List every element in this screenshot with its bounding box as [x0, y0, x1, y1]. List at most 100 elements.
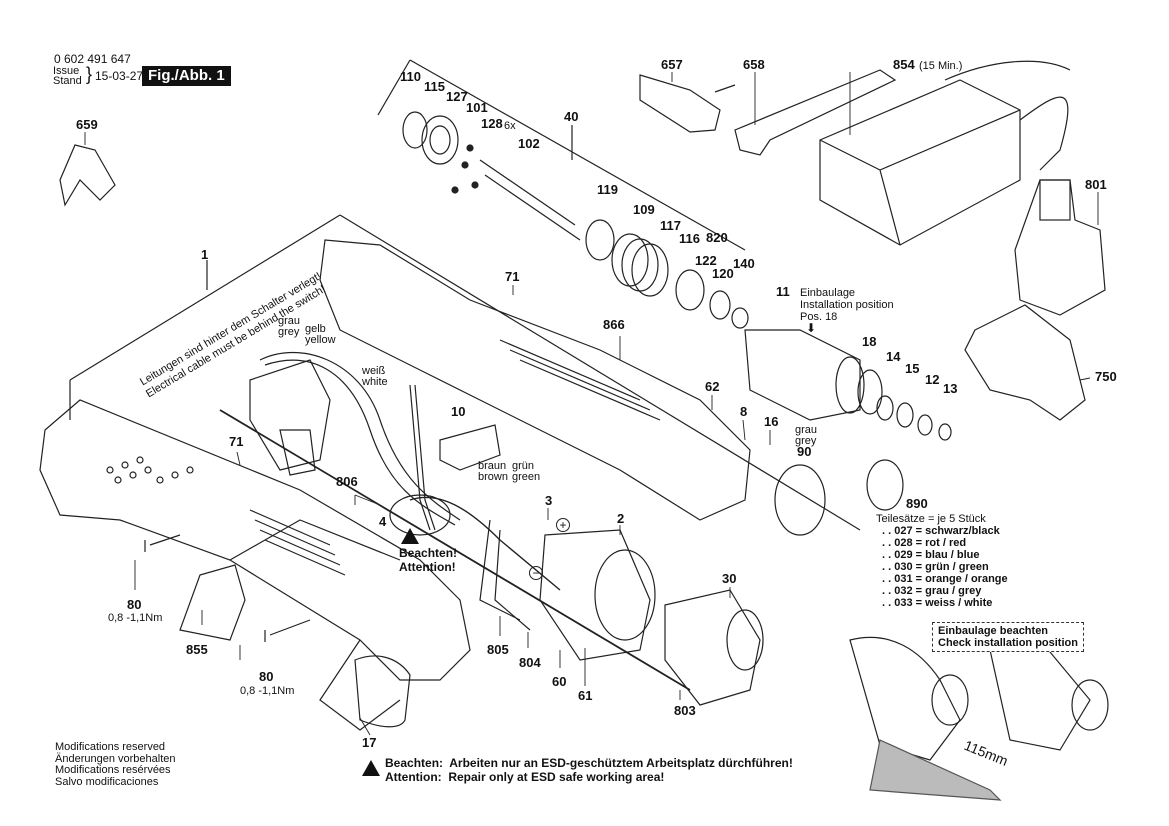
esd-en-text: Repair only at ESD safe working area!: [448, 770, 665, 784]
part-number: 0 602 491 647: [54, 52, 131, 66]
part-label-101[interactable]: 101: [466, 100, 488, 115]
part-label-90[interactable]: 90: [797, 444, 812, 459]
kit-item: . . 033 = weiss / white: [882, 597, 993, 609]
part-label-122[interactable]: 122: [695, 253, 717, 268]
part-label-15[interactable]: 15: [905, 361, 920, 376]
part-label-805[interactable]: 805: [487, 642, 509, 657]
wire-label-yellow: yellow: [305, 334, 336, 346]
kit-item: . . 027 = schwarz/black: [882, 525, 1000, 537]
part-label-127[interactable]: 127: [446, 89, 468, 104]
key-657: [639, 74, 736, 133]
part-label-60[interactable]: 60: [552, 674, 567, 689]
part-label-115[interactable]: 115: [424, 79, 445, 94]
part-label-16[interactable]: 16: [764, 414, 779, 429]
issue-label: Issue: [53, 65, 80, 77]
ring-90: [774, 464, 826, 536]
group-40-bracket: [377, 59, 746, 251]
kit-item: . . 029 = blau / blue: [882, 549, 980, 561]
part-label-13[interactable]: 13: [943, 381, 958, 396]
part-label-12[interactable]: 12: [925, 372, 940, 387]
kit-legend: Teilesätze = je 5 Stück . . 027 = schwar…: [876, 513, 1008, 609]
part-label-128[interactable]: 128: [481, 116, 503, 131]
part-label-120[interactable]: 120: [712, 266, 734, 281]
screw-80a: [144, 534, 181, 552]
esd-warning-icon: [362, 760, 380, 781]
check-installation-box: Einbaulage beachten Check installation p…: [932, 622, 1084, 652]
part-label-61[interactable]: 61: [578, 688, 593, 703]
part-label-3[interactable]: 3: [545, 493, 553, 508]
part-label-110[interactable]: 110: [400, 69, 421, 84]
part-label-11[interactable]: 11: [776, 284, 790, 299]
part-label-40[interactable]: 40: [564, 109, 579, 124]
part-label-117[interactable]: 117: [660, 218, 681, 233]
part-label-750[interactable]: 750: [1095, 369, 1117, 384]
part-label-1[interactable]: 1: [201, 247, 209, 262]
part-label-14[interactable]: 14: [886, 349, 901, 364]
motor-2: [539, 529, 656, 661]
part-label-2[interactable]: 2: [617, 511, 625, 526]
cap-750: [964, 304, 1086, 421]
part-label-855[interactable]: 855: [186, 642, 208, 657]
battery-801: [1014, 179, 1106, 316]
install-note-en: Installation position: [800, 299, 894, 311]
part-label-80-right[interactable]: 80: [259, 669, 274, 684]
part-label-806[interactable]: 806: [336, 474, 358, 489]
modifications-de: Änderungen vorbehalten: [55, 752, 176, 765]
part-label-890[interactable]: 890: [906, 496, 928, 511]
torque-left: 0,8 -1,1Nm: [108, 612, 163, 624]
install-note-de: Einbaulage: [800, 287, 856, 299]
part-label-71-top[interactable]: 71: [505, 269, 520, 284]
part-854-note: (15 Min.): [919, 60, 963, 72]
part-label-801[interactable]: 801: [1085, 177, 1107, 192]
part-17: [354, 655, 411, 728]
arrow-down-icon: ⬇: [806, 321, 817, 335]
switch-806: [249, 359, 331, 476]
part-label-18[interactable]: 18: [862, 334, 877, 349]
part-label-102[interactable]: 102: [518, 136, 540, 151]
check-install-en: Check installation position: [938, 637, 1078, 649]
part-label-62[interactable]: 62: [705, 379, 720, 394]
part-label-10[interactable]: 10: [451, 404, 466, 419]
part-label-30[interactable]: 30: [722, 571, 737, 586]
part-label-80-left[interactable]: 80: [127, 597, 142, 612]
part-label-119[interactable]: 119: [597, 182, 618, 197]
part-label-820[interactable]: 820: [706, 230, 728, 245]
wire-label-brown: brown: [478, 471, 508, 483]
tool-housing: [39, 399, 471, 731]
clip-659: [59, 144, 116, 207]
group-1-bracket: [69, 214, 861, 531]
part-label-657[interactable]: 657: [661, 57, 683, 72]
kit-item: . . 028 = rot / red: [882, 537, 967, 549]
part-label-17[interactable]: 17: [362, 735, 377, 750]
wire-label-gelb: gelb: [305, 323, 326, 335]
gearbox-30: [664, 589, 764, 706]
wires: [219, 352, 691, 691]
wire-label-grey: grey: [278, 326, 300, 338]
part-label-803[interactable]: 803: [674, 703, 696, 718]
part-label-866[interactable]: 866: [603, 317, 625, 332]
attention-note-en: Attention!: [399, 560, 456, 574]
wire-label-braun: braun: [478, 460, 507, 472]
part-label-854[interactable]: 854: [893, 57, 915, 72]
check-install-de: Einbaulage beachten: [938, 625, 1049, 637]
part-label-109[interactable]: 109: [633, 202, 655, 217]
esd-de-label: Beachten:: [385, 756, 444, 770]
board-4: [389, 494, 451, 536]
part-label-658[interactable]: 658: [743, 57, 765, 72]
part-label-116[interactable]: 116: [679, 231, 700, 246]
part-label-659[interactable]: 659: [76, 117, 98, 132]
part-label-71-left[interactable]: 71: [229, 434, 244, 449]
stand-label: Stand: [53, 75, 82, 87]
esd-warning-en: Attention: Repair only at ESD safe worki…: [385, 771, 664, 784]
screw-80b: [264, 619, 311, 642]
part-label-140[interactable]: 140: [733, 256, 755, 271]
part-label-4[interactable]: 4: [379, 514, 387, 529]
modifications-en: Modifications reserved: [55, 741, 166, 753]
issue-date: 15-03-27: [95, 69, 144, 83]
modifications-fr: Modifications resérvées: [55, 764, 171, 776]
part-label-8[interactable]: 8: [740, 404, 748, 419]
brace: }: [86, 64, 93, 84]
part-label-804[interactable]: 804: [519, 655, 541, 670]
leader-lines: [84, 72, 1099, 736]
